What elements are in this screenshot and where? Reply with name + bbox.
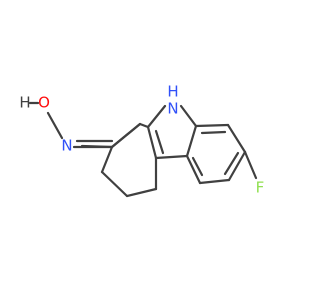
bond-n-o — [46, 111, 64, 140]
bond-c5-c4b-inner — [191, 156, 204, 177]
fluorine-label: F — [256, 179, 265, 197]
bond-c7-c6-inner — [223, 151, 240, 176]
bond-c4-c4a — [125, 187, 158, 198]
bond-c4a-c9a-double — [154, 129, 165, 155]
oxime-n-label: N — [61, 137, 72, 155]
bond-c4a-c9a — [146, 125, 158, 160]
oxime-h-label: H — [19, 94, 30, 112]
bond-c4b-c4a — [154, 154, 189, 160]
bond-c6-c5 — [198, 178, 231, 185]
atom-labels: N H H O N F — [19, 83, 264, 197]
bond-c2-c9a — [110, 122, 142, 149]
bond-c6-f — [243, 150, 258, 180]
bond-c9a-n9 — [146, 104, 167, 129]
bond-c7-c6 — [227, 150, 247, 182]
bond-c5-c4b — [185, 154, 202, 185]
bond-c8a-c4b — [185, 124, 198, 158]
bond-c8a-c8 — [194, 123, 230, 128]
pyrrole-n-label: N — [167, 100, 178, 118]
bond-c2-c3 — [100, 145, 114, 174]
molecule-structure: N H H O N F — [19, 83, 264, 198]
bond-c8a-c8-inner — [200, 130, 227, 135]
bond-c8-c7 — [226, 123, 247, 154]
oxime-o-label: O — [38, 94, 50, 112]
bond-layer — [28, 101, 258, 198]
bond-n9-c8a — [179, 104, 198, 128]
bond-c3-c4 — [100, 170, 129, 198]
bond-c1-ch2 — [138, 122, 150, 129]
pyrrole-h-label: H — [167, 83, 178, 101]
